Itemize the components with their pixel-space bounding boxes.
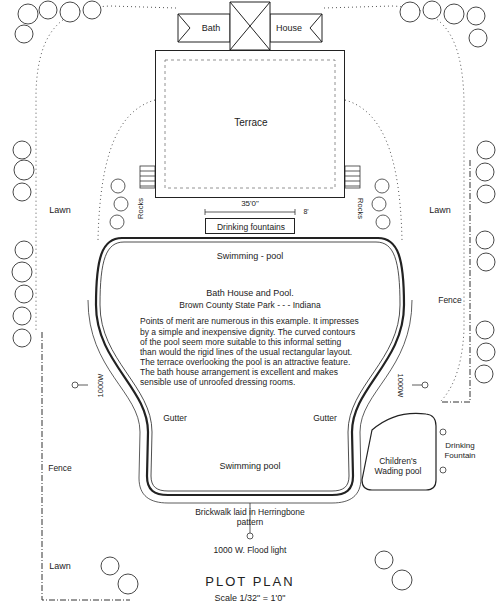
light-line <box>412 385 422 386</box>
tree <box>375 551 393 569</box>
light-label: 1000W <box>396 370 405 400</box>
terrace-paving <box>165 60 335 188</box>
bath-house-line <box>178 2 322 50</box>
tree <box>15 241 33 259</box>
dimension-line <box>205 209 295 215</box>
drinking-fountain-symbol <box>440 467 446 473</box>
dimension: 8' <box>299 208 313 216</box>
wading-pool-outline <box>360 408 438 494</box>
terrace: Terrace <box>155 50 345 198</box>
wading-pool: Children's Wading pool <box>360 408 438 494</box>
tree <box>476 231 494 249</box>
lawn-label: Lawn <box>420 205 460 216</box>
swimming-pool: Swimming - poolBath House and Pool.Brown… <box>90 230 410 505</box>
tree <box>477 343 495 361</box>
fence-line <box>42 332 130 600</box>
lawn-label: Lawn <box>40 561 80 572</box>
fence-line <box>440 160 470 402</box>
tree <box>467 7 485 25</box>
tree <box>469 29 487 47</box>
rocks-label: Rocks <box>136 193 145 223</box>
rock-shrub <box>372 197 386 211</box>
tree <box>444 4 464 24</box>
swimming-pool-line <box>100 242 400 491</box>
tree <box>477 185 495 203</box>
bath-house-text: House <box>270 23 308 34</box>
swimming-pool-text: Bath House and Pool. <box>150 288 350 299</box>
light-label: 1000 W. Flood light <box>185 545 315 555</box>
tree <box>423 1 441 19</box>
terrace-text: Terrace <box>211 117 291 129</box>
swimming-pool-text: Brown County State Park - - - Indiana <box>140 300 360 310</box>
fence-label: Fence <box>435 295 465 305</box>
flood-light <box>422 382 428 388</box>
tree <box>13 307 31 325</box>
bath-house: Bath House <box>176 0 324 50</box>
swimming-pool-text: Swimming - pool <box>190 251 310 262</box>
swimming-pool-text: Swimming pool <box>200 461 300 472</box>
tree <box>392 570 412 590</box>
title: PLOT PLAN <box>150 574 350 590</box>
tree <box>13 141 31 159</box>
lawn-edge <box>345 100 402 240</box>
drinking-fountain-pad: Drinking fountains <box>205 218 295 234</box>
wading-pool-line <box>362 413 436 490</box>
tree <box>476 321 494 339</box>
swimming-pool-text: Points of merit are numerous in this exa… <box>140 316 360 387</box>
lawn-label: Lawn <box>40 205 80 216</box>
walk-note: Brickwalk laid in Herringbone pattern <box>185 507 315 527</box>
swimming-pool-text: Gutter <box>155 413 195 423</box>
flood-light <box>247 533 253 539</box>
tree <box>477 253 495 271</box>
tree <box>15 25 33 43</box>
wading-pool-text: Children's Wading pool <box>367 456 429 476</box>
tree <box>118 574 138 594</box>
dimension: 35'0" <box>230 199 270 209</box>
light-label: 1000W <box>96 370 105 400</box>
tree <box>39 1 57 19</box>
bath-house-line <box>178 14 230 42</box>
rock-shrub <box>114 197 128 211</box>
swimming-pool-text: Gutter <box>305 413 345 423</box>
tree <box>15 285 33 303</box>
stair-treads <box>345 171 360 186</box>
tree <box>476 163 494 181</box>
rock-shrub <box>110 215 124 229</box>
fountain-label: Drinking Fountain <box>440 441 480 460</box>
stairs <box>345 166 360 188</box>
flood-light <box>72 382 78 388</box>
tree <box>400 2 420 22</box>
stairs <box>140 166 155 188</box>
tree <box>18 4 38 24</box>
rock-shrub <box>375 179 389 193</box>
tree <box>13 183 31 201</box>
drinking-fountain-pad-text: Drinking fountains <box>207 222 295 232</box>
swimming-pool-line <box>96 238 404 495</box>
tree <box>60 2 80 22</box>
tree <box>83 1 101 19</box>
rock-shrub <box>111 179 125 193</box>
caption: Scale 1/32" = 1'0" <box>170 593 330 604</box>
stair-treads <box>140 171 155 186</box>
bath-house-line <box>270 14 322 42</box>
fence-label: Fence <box>45 463 75 473</box>
tree <box>13 329 31 347</box>
tree <box>101 557 119 575</box>
tree <box>477 141 495 159</box>
tree <box>14 160 34 180</box>
lawn-edge <box>98 100 155 240</box>
tree <box>475 365 493 383</box>
drinking-fountain-symbol <box>440 429 446 435</box>
rock-shrub <box>376 215 390 229</box>
rocks-label: Rocks <box>356 193 365 223</box>
light-line <box>78 385 88 386</box>
bath-house-text: Bath <box>192 23 230 34</box>
tree <box>12 262 32 282</box>
